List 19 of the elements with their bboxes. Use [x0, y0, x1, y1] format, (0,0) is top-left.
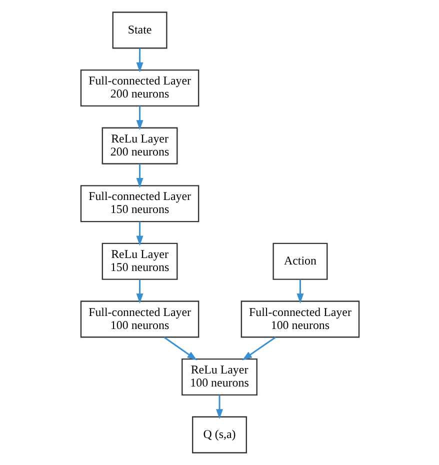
node-box: State — [112, 12, 167, 49]
node-box: Full-connected Layer 100 neurons — [240, 300, 360, 338]
arrow — [216, 395, 222, 420]
node-box: Full-connected Layer 200 neurons — [80, 69, 199, 107]
node-box: Full-connected Layer 150 neurons — [80, 185, 199, 222]
arrow — [136, 48, 143, 72]
arrow — [136, 106, 143, 130]
arrow — [136, 222, 143, 246]
node-box: Full-connected Layer 100 neurons — [80, 300, 199, 338]
arrow — [296, 279, 304, 304]
arrow — [136, 279, 143, 304]
arrow — [136, 164, 143, 188]
node-box: ReLu Layer 100 neurons — [181, 358, 257, 396]
arrow — [242, 336, 276, 360]
node-box: ReLu Layer 150 neurons — [101, 242, 178, 280]
node-box: Q (s,a) — [192, 416, 246, 454]
arrow — [163, 336, 197, 360]
node-box: Action — [272, 242, 328, 280]
node-box: ReLu Layer 200 neurons — [101, 127, 178, 164]
